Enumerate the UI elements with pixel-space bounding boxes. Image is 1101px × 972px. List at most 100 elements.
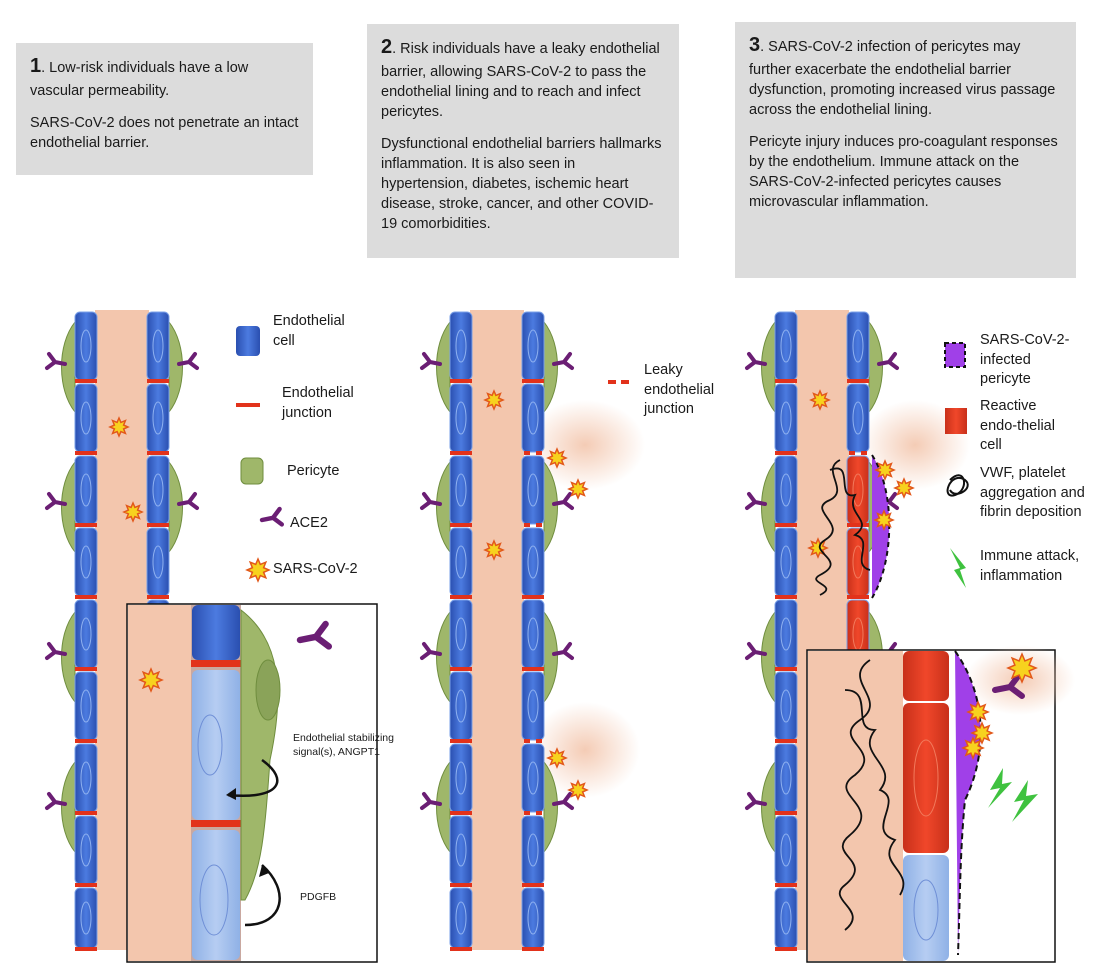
endothelial-cell xyxy=(774,887,798,949)
vessel-lumen xyxy=(470,310,524,950)
endothelial-junction xyxy=(147,451,169,455)
inset1-graphics xyxy=(126,603,378,963)
nucleus xyxy=(780,473,792,507)
ace2-icon xyxy=(420,642,442,660)
nucleus xyxy=(455,689,467,723)
panel3-lead: . SARS-CoV-2 infection of pericytes may … xyxy=(749,39,1056,118)
endothelial-cell xyxy=(74,887,98,949)
nucleus xyxy=(780,329,792,363)
legend-sars-label: SARS-CoV-2 xyxy=(273,561,358,577)
ace2-icon xyxy=(745,642,767,660)
endothelial-cell xyxy=(521,599,545,669)
endothelial-junction xyxy=(775,667,797,671)
pericyte xyxy=(543,320,558,414)
nucleus xyxy=(455,473,467,507)
pericyte xyxy=(436,610,451,704)
arrow-head xyxy=(259,865,269,877)
nucleus xyxy=(80,401,92,435)
reactive-endothelial-cell xyxy=(846,527,870,597)
ace2-icon xyxy=(420,492,442,510)
ace2-icon xyxy=(552,352,574,370)
nucleus xyxy=(852,545,864,579)
inset1-nucleus xyxy=(199,864,229,936)
sars-cov-2-icon xyxy=(970,721,994,745)
sars-cov-2-icon xyxy=(567,478,589,500)
reactive-endothelial-cell xyxy=(846,455,870,525)
endothelial-cell xyxy=(521,743,545,813)
endothelial-cell xyxy=(449,815,473,885)
nucleus xyxy=(780,617,792,651)
sars-cov-2-icon xyxy=(893,477,915,499)
pericyte xyxy=(761,460,776,554)
inset3-haze xyxy=(965,645,1075,715)
stabilizing-arrow xyxy=(227,758,279,798)
endothelial-junction xyxy=(775,883,797,887)
nucleus xyxy=(780,833,792,867)
legend-infected-pericyte-label: SARS-CoV-2-infected pericyte xyxy=(980,332,1070,388)
endothelial-cell xyxy=(74,311,98,381)
endothelial-junction xyxy=(775,739,797,743)
legend-immune-icon xyxy=(950,548,966,588)
nucleus xyxy=(852,473,864,507)
endothelial-junction xyxy=(775,811,797,815)
inset1-nucleus xyxy=(197,714,223,776)
ace2-icon xyxy=(745,352,767,370)
leaky-junction xyxy=(536,739,542,743)
endothelial-cell xyxy=(449,383,473,453)
endothelial-junction xyxy=(75,451,97,455)
legend-pericyte-label: Pericyte xyxy=(287,463,340,479)
leak-haze xyxy=(525,400,645,490)
endothelial-junction xyxy=(450,451,472,455)
nucleus xyxy=(780,901,792,935)
legend-endothelial-junction-label: Endothelial junction xyxy=(282,385,354,421)
endothelial-cell xyxy=(521,455,545,525)
legend-vwf-icon xyxy=(946,474,969,497)
endothelial-junction xyxy=(75,811,97,815)
endothelial-cell xyxy=(74,383,98,453)
pericyte xyxy=(761,610,776,704)
sars-cov-2-icon xyxy=(966,700,990,724)
endothelial-cell xyxy=(74,815,98,885)
endothelial-cell xyxy=(846,311,870,381)
endothelial-junction xyxy=(450,739,472,743)
endothelial-junction xyxy=(847,523,869,527)
endothelial-junction xyxy=(522,595,544,599)
pericyte xyxy=(61,320,76,414)
pericyte xyxy=(868,320,883,414)
nucleus xyxy=(527,545,539,579)
nucleus xyxy=(527,329,539,363)
legend-reactive-cell-icon xyxy=(945,408,967,434)
sars-cov-2-icon xyxy=(1006,652,1038,684)
nucleus xyxy=(527,689,539,723)
pericyte xyxy=(436,760,451,854)
sars-cov-2-icon xyxy=(483,539,505,561)
inset3-graphics xyxy=(806,645,1075,963)
nucleus xyxy=(455,617,467,651)
ace2-icon xyxy=(177,352,199,370)
nucleus xyxy=(455,401,467,435)
inset-stabilizing-label: Endothelial stabilizing signal(s), ANGPT… xyxy=(293,732,394,759)
endothelial-junction xyxy=(75,379,97,383)
sars-cov-2-icon xyxy=(138,667,164,693)
leaky-junction xyxy=(524,523,530,527)
inset1-endothelial-cell xyxy=(192,670,240,820)
pericyte xyxy=(761,760,776,854)
inset3-infected-pericyte xyxy=(954,650,982,956)
sars-cov-2-icon xyxy=(961,736,985,760)
endothelial-junction xyxy=(75,595,97,599)
endothelial-cell xyxy=(521,383,545,453)
pericyte xyxy=(543,760,558,854)
ace2-icon xyxy=(745,492,767,510)
endothelial-cell xyxy=(774,599,798,669)
endothelial-cell xyxy=(146,383,170,453)
endothelial-junction xyxy=(75,667,97,671)
endothelial-cell xyxy=(774,527,798,597)
ace2-icon xyxy=(552,642,574,660)
sars-cov-2-icon xyxy=(567,779,589,801)
endothelial-junction xyxy=(450,595,472,599)
panel1-para2: SARS-CoV-2 does not penetrate an intact … xyxy=(30,114,299,151)
sars-cov-2-icon xyxy=(483,389,505,411)
pericyte xyxy=(168,320,183,414)
leaky-junction xyxy=(524,739,530,743)
